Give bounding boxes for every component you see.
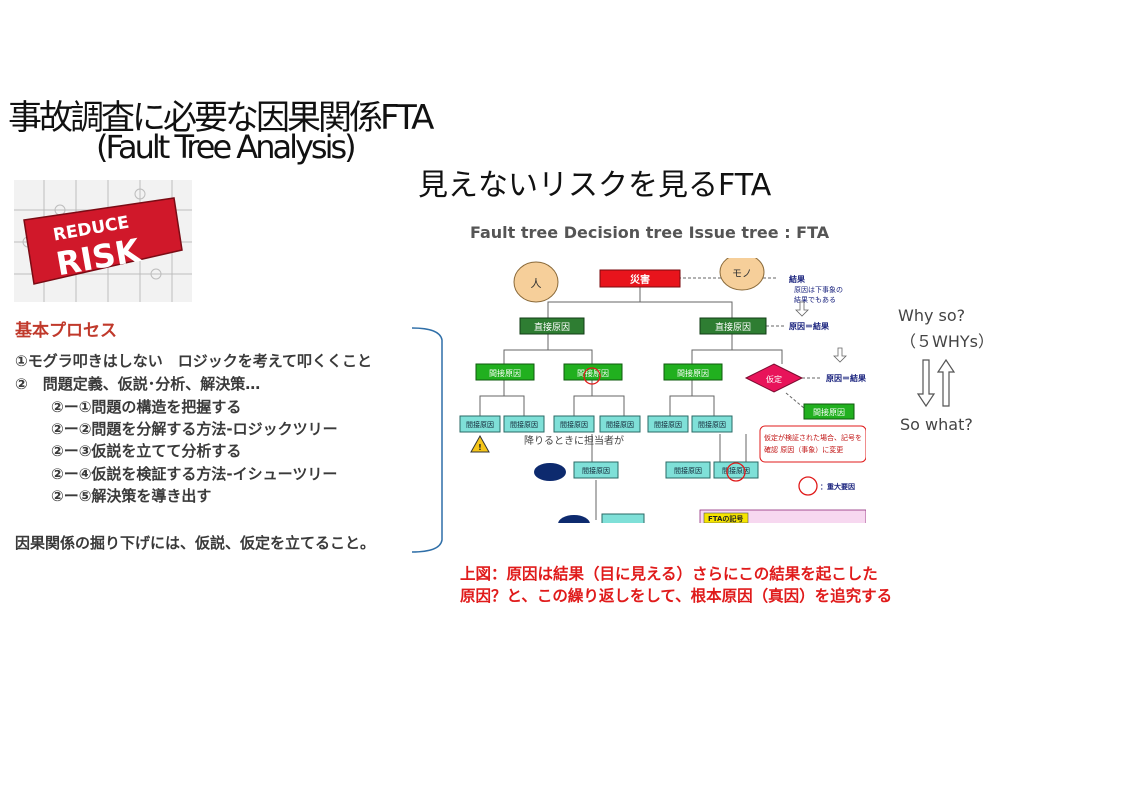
note-box-line1: 仮定が検証された場合、記号を	[764, 433, 862, 442]
warning-icon	[470, 434, 490, 453]
top-event-label: 災害	[629, 273, 650, 286]
svg-text:!: !	[478, 443, 482, 452]
leaf-cause-5: 間接原因	[654, 420, 682, 429]
note-top-line1: 原因は下事象の	[794, 285, 843, 294]
lower-cause-3: 間接原因	[722, 466, 750, 475]
direct-cause-right: 直接原因	[715, 321, 751, 333]
person-bubble	[513, 261, 559, 303]
leaf-cause-2: 間接原因	[510, 420, 538, 429]
slide-title-english: (Fault Tree Analysis)	[96, 128, 357, 166]
process-step-2-3: ②ー③仮説を立てて分析する	[51, 442, 242, 460]
why-so-label: Why so?	[898, 306, 966, 325]
cause-is-result-1: 原因＝結果	[789, 321, 829, 331]
leaf-cause-1: 間接原因	[466, 420, 494, 429]
thing-label: モノ	[732, 269, 752, 280]
direct-cause-left: 直接原因	[534, 321, 570, 333]
indirect-cause-c: 間接原因	[677, 368, 709, 378]
process-step-2-2: ②ー②問題を分解する方法-ロジックツリー	[51, 420, 338, 438]
process-step-2-1: ②ー①問題の構造を把握する	[51, 398, 242, 416]
slide-title: 事故調査に必要な因果関係FTA	[8, 98, 434, 138]
lower-cause-2: 間接原因	[674, 466, 702, 475]
caption-line-1: 上図：原因は結果（目に見える）さらにこの結果を起こした	[460, 565, 878, 583]
indirect-cause-d: 間接原因	[813, 407, 845, 417]
five-whys-label: （５WHYs）	[900, 332, 994, 351]
process-step-2-5: ②ー⑤解決策を導き出す	[51, 487, 212, 505]
leaf-cause-6: 間接原因	[698, 420, 726, 429]
legend-title: FTAの記号	[708, 514, 743, 523]
oval-event-2	[558, 515, 590, 523]
result-label: 結果	[789, 274, 805, 284]
stairs-note: 降りるときに担当者が	[524, 434, 624, 447]
oval-event-1	[534, 463, 566, 481]
indirect-cause-b: 間接原因	[577, 368, 609, 378]
note-box-line2: 確認 原因（事象）に変更	[764, 445, 843, 454]
assumption-label: 仮定	[766, 374, 782, 384]
person-label: 人	[531, 277, 542, 290]
process-step-2: ② 問題定義、仮説･分析、解決策…	[15, 375, 261, 393]
leaf-cause-3: 間接原因	[560, 420, 588, 429]
leaf-cause-4: 間接原因	[606, 420, 634, 429]
slide-subtitle: 見えないリスクを見るFTA	[418, 168, 772, 203]
major-factor-mark	[583, 367, 601, 385]
major-factor-label: ：重大要因	[820, 482, 855, 491]
process-step-1: ①モグラ叩きはしない ロジックを考えて叩くくこと	[15, 352, 372, 370]
process-summary: 因果関係の掘り下げには、仮説、仮定を立てること。	[15, 534, 376, 552]
thing-bubble	[719, 258, 765, 291]
lower-cause-1: 間接原因	[582, 466, 610, 475]
note-top-line2: 結果でもある	[794, 295, 836, 304]
process-step-2-4: ②ー④仮説を検証する方法-イシューツリー	[51, 465, 338, 483]
cause-is-result-2: 原因＝結果	[826, 373, 866, 383]
caption-line-2: 原因？と、この繰り返しをして、根本原因（真因）を追究する	[460, 587, 893, 605]
process-heading: 基本プロセス	[15, 321, 117, 341]
up-down-arrows-icon	[916, 358, 956, 408]
reduce-risk-puzzle-image: REDUCE RISK	[14, 180, 192, 302]
fta-label: Fault tree Decision tree Issue tree : FT…	[470, 223, 830, 242]
fta-diagram: 人 モノ 災害 結果 原因は下事象の 結果でもある 直接原因 直接原因 原因＝結…	[459, 258, 866, 523]
so-what-label: So what?	[900, 415, 973, 434]
indirect-cause-a: 間接原因	[489, 368, 521, 378]
major-factor-legend-circle	[798, 476, 818, 496]
right-bracket	[411, 327, 443, 553]
assumption-diamond	[744, 363, 804, 393]
